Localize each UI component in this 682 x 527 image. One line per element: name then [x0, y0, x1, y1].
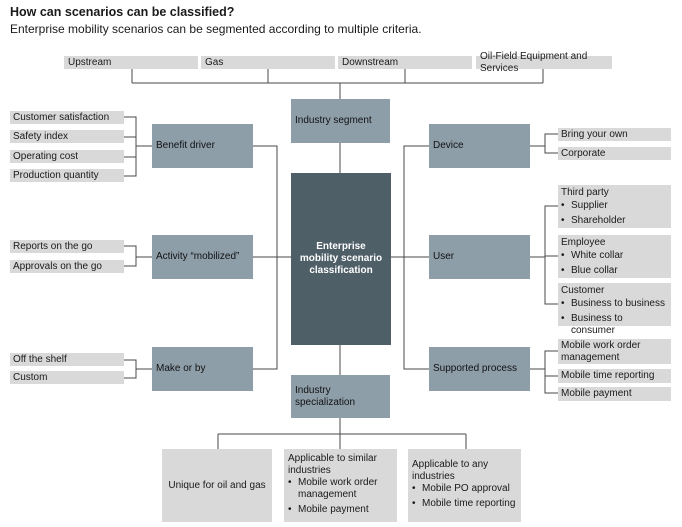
industry-segment-box: Industry segment — [291, 99, 390, 143]
benefit-item: Operating cost — [10, 150, 124, 163]
list-item: Shareholder — [561, 215, 668, 227]
benefit-driver-box: Benefit driver — [152, 124, 253, 168]
list-item: Supplier — [561, 200, 668, 212]
supported-process-box: Supported process — [429, 347, 530, 391]
benefit-item: Customer satisfaction — [10, 111, 124, 124]
benefit-item: Production quantity — [10, 169, 124, 182]
activity-item: Approvals on the go — [10, 260, 124, 273]
user-group-third-party: Third party Supplier Shareholder — [558, 185, 671, 228]
segment-oil-field: Oil-Field Equipment and Services — [476, 51, 612, 74]
activity-item: Reports on the go — [10, 240, 124, 253]
list-item: Mobile payment — [288, 504, 393, 516]
device-item: Bring your own — [558, 128, 671, 141]
device-box: Device — [429, 124, 530, 168]
list-item: Business to consumer — [561, 313, 668, 337]
make-item: Custom — [10, 371, 124, 384]
segment-upstream: Upstream — [64, 56, 198, 69]
box-title: Applicable to similar industries — [288, 453, 377, 476]
process-item: Mobile time reporting — [558, 369, 671, 383]
activity-mobilized-box: Activity “mobilized” — [152, 235, 253, 279]
box-title: Applicable to any industries — [412, 459, 489, 482]
main-classification-box: Enterprise mobility scenario classificat… — [291, 173, 391, 345]
benefit-item: Safety index — [10, 130, 124, 143]
make-item: Off the shelf — [10, 353, 124, 366]
process-item: Mobile work order management — [558, 339, 671, 364]
list-item: Mobile work order management — [288, 477, 393, 501]
segment-gas: Gas — [201, 56, 335, 69]
process-item: Mobile payment — [558, 387, 671, 401]
list-item: Mobile time reporting — [412, 498, 517, 510]
unique-oil-gas-box: Unique for oil and gas — [162, 449, 272, 522]
list-item: White collar — [561, 250, 668, 262]
device-item: Corporate — [558, 147, 671, 160]
industry-specialization-box: Industry specialization — [291, 375, 390, 418]
list-item: Blue collar — [561, 265, 668, 277]
user-group-employee: Employee White collar Blue collar — [558, 235, 671, 278]
any-industries-box: Applicable to any industries Mobile PO a… — [408, 449, 521, 522]
page-subtitle: Enterprise mobility scenarios can be seg… — [10, 22, 422, 36]
page-title: How can scenarios can be classified? — [10, 5, 235, 19]
make-or-by-box: Make or by — [152, 347, 253, 391]
group-title: Employee — [561, 237, 606, 248]
user-group-customer: Customer Business to business Business t… — [558, 283, 671, 336]
group-title: Customer — [561, 285, 605, 296]
group-title: Third party — [561, 187, 609, 198]
similar-industries-box: Applicable to similar industries Mobile … — [284, 449, 397, 522]
segment-downstream: Downstream — [338, 56, 472, 69]
list-item: Business to business — [561, 298, 668, 310]
list-item: Mobile PO approval — [412, 483, 517, 495]
user-box: User — [429, 235, 530, 279]
